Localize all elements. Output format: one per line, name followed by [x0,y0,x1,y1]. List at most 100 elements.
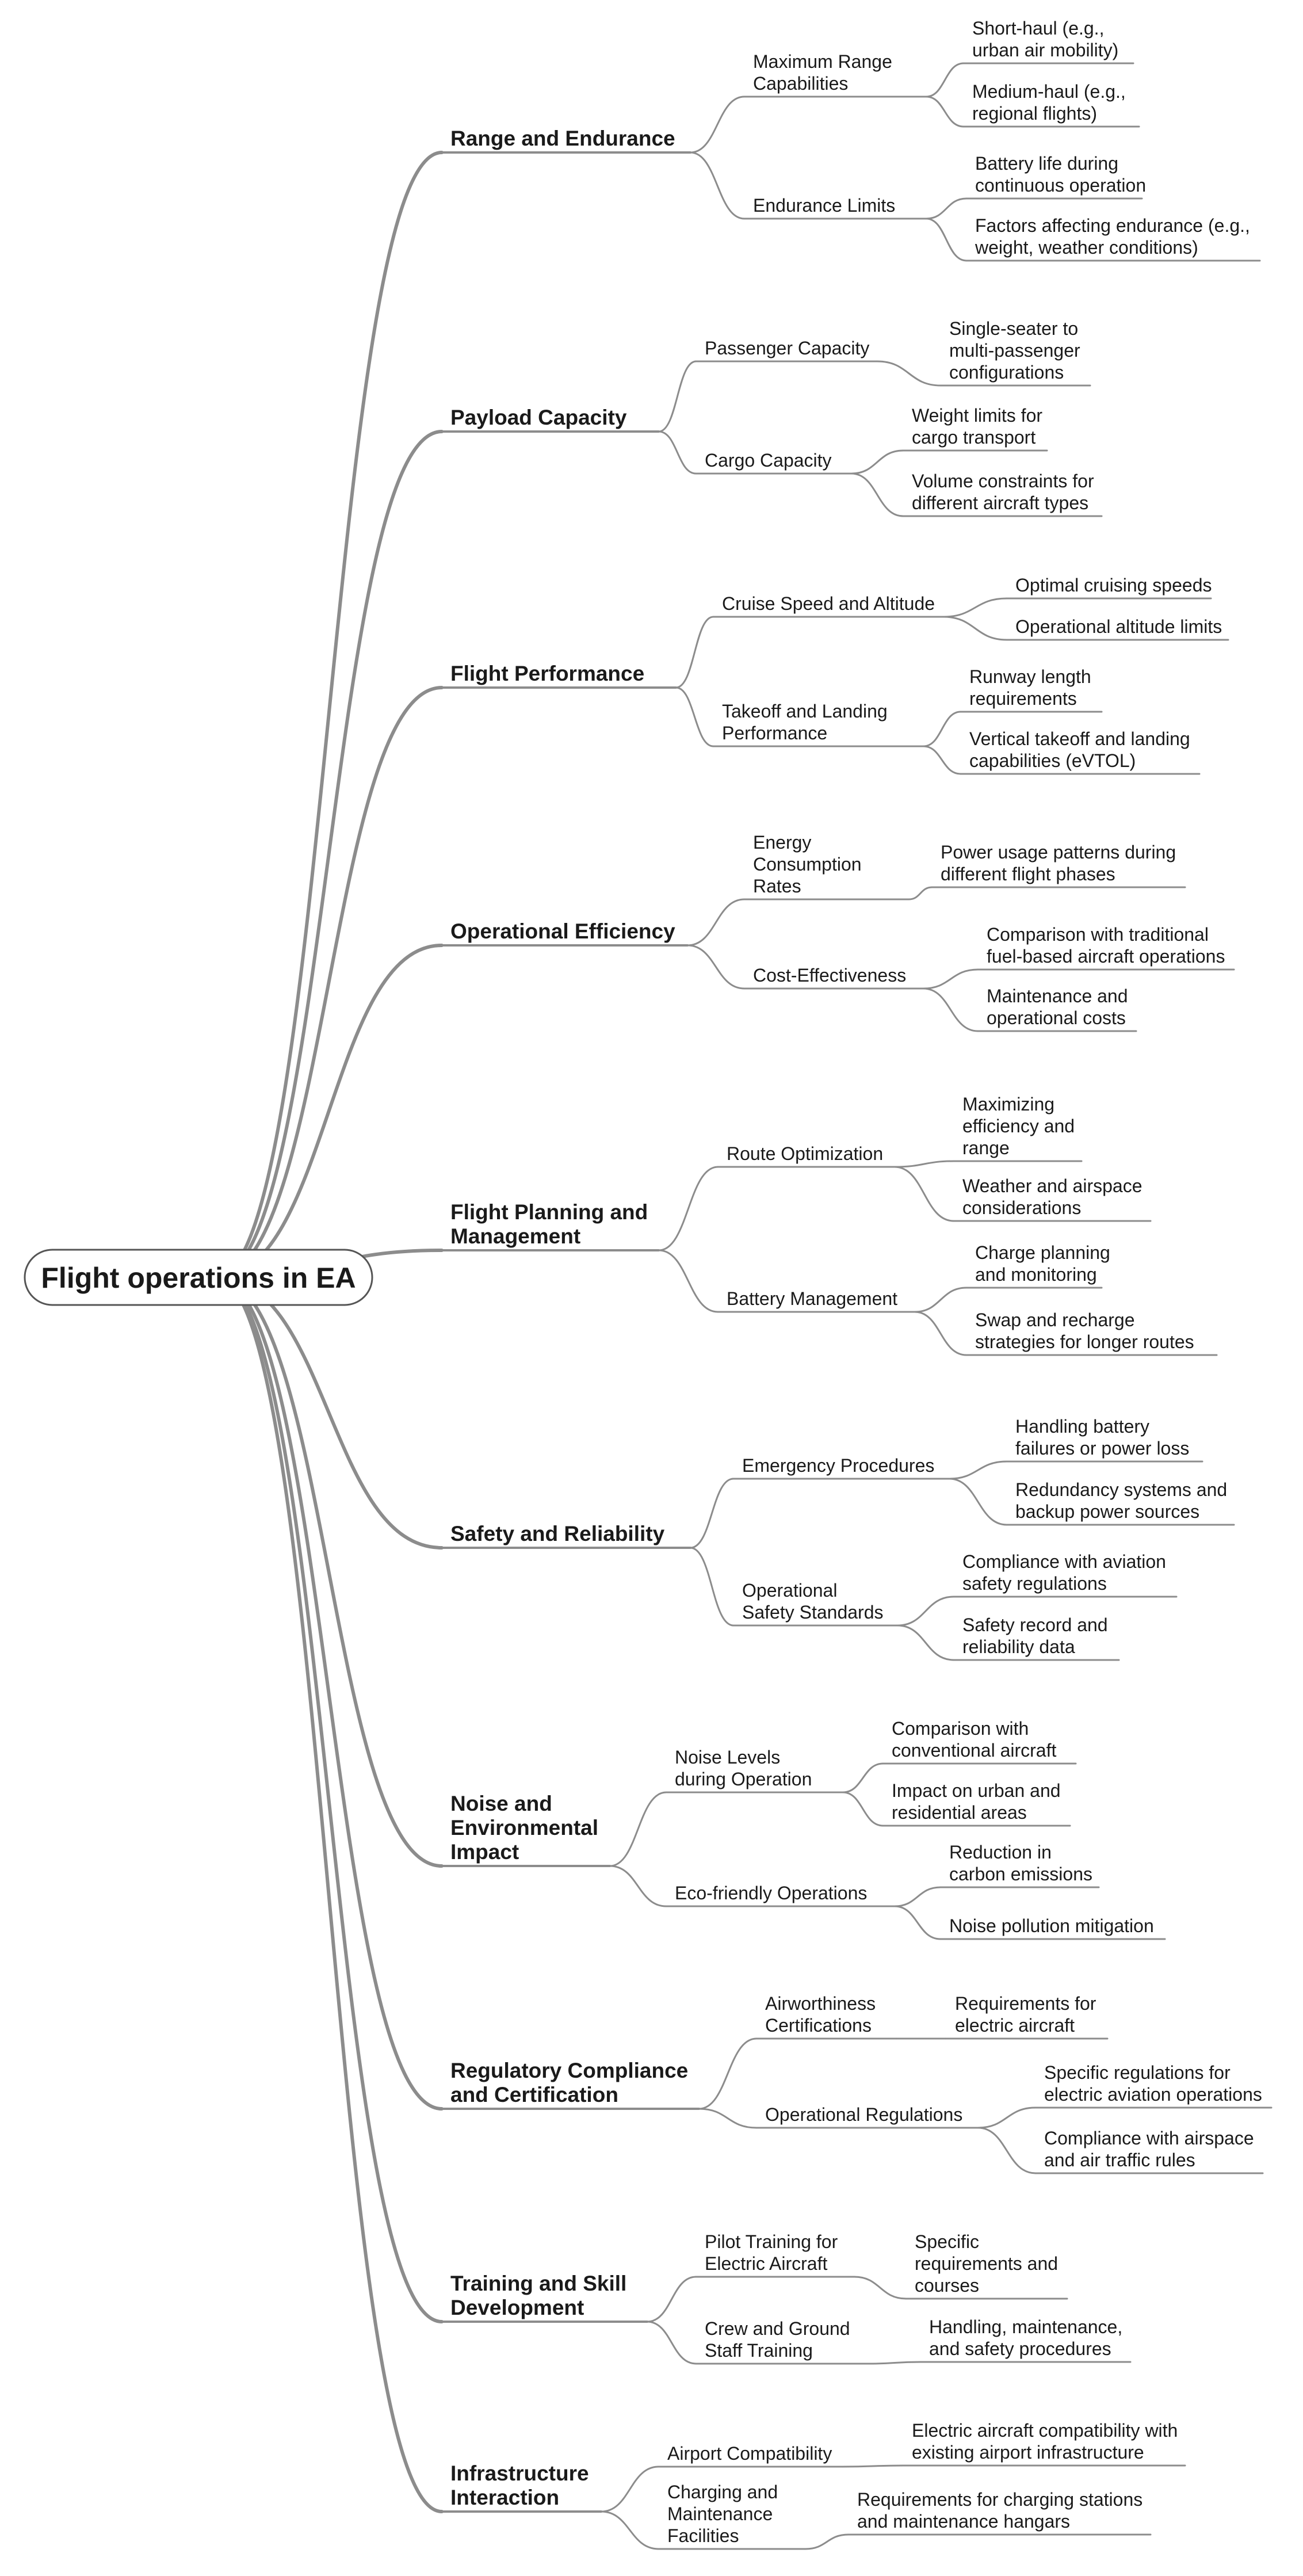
detail-connector [850,449,904,475]
detail-connector [893,1160,955,1168]
detail-connector [925,217,968,262]
topic-connector [675,686,714,747]
topic-connector [686,944,746,990]
topic-label: Battery Management [727,1288,897,1309]
detail-connector [850,472,904,517]
topic-label: Cruise Speed and Altitude [722,593,935,614]
detail-connector [922,968,979,990]
branch-connector [214,151,444,1279]
branch-label: Range and Endurance [450,127,675,150]
detail-connector [914,1311,968,1356]
topic-connector [658,430,697,475]
detail-connector [896,1596,955,1627]
detail-connector [842,1762,884,1793]
detail-label: Short-haul (e.g.,urban air mobility) [972,18,1118,60]
topic-connector [600,2510,660,2550]
branch-connector [214,944,444,1279]
detail-connector [925,197,968,220]
topic-connector [609,1865,667,1907]
branch-connector [214,686,444,1279]
branch-connector [214,430,444,1279]
branch-connector [214,1276,444,2111]
topic-connector [686,898,746,947]
topic-connector [658,360,697,433]
topic-label: Endurance Limits [753,195,895,216]
topic-connector [609,1791,667,1867]
detail-connector [922,711,962,747]
branch-label: Safety and Reliability [450,1522,665,1545]
topic-connector [646,2276,697,2323]
branch-label: Operational Efficiency [450,919,675,943]
detail-connector [948,1478,1008,1526]
topic-label: Operational Regulations [765,2104,962,2125]
topic-label: Passenger Capacity [705,338,869,358]
detail-connector [977,2106,1037,2129]
detail-connector [942,597,1008,618]
branch-connector [214,1276,444,2323]
topic-connector [689,151,746,220]
topic-connector [646,2321,697,2365]
topic-connector [675,616,714,689]
topic-connector [698,2108,758,2129]
topic-connector [698,2037,758,2110]
detail-label: Operational altitude limits [1015,616,1222,637]
detail-label: Noise pollution mitigation [949,1915,1154,1936]
branch-label: Flight Performance [450,662,644,685]
branch-connector [214,1276,444,1868]
topic-label: Cost-Effectiveness [753,965,906,986]
topic-connector [600,2466,660,2513]
detail-connector [908,886,933,900]
topic-label: Airport Compatibility [667,2443,832,2464]
detail-connector [868,2361,922,2365]
topic-connector [658,1249,719,1313]
detail-connector [876,360,942,387]
detail-connector [922,745,962,775]
detail-label: Medium-haul (e.g.,regional flights) [972,81,1126,124]
root-node-box [24,1249,373,1306]
topic-label: Eco-friendly Operations [675,1883,867,1903]
topic-label: Emergency Procedures [742,1455,934,1476]
detail-connector [942,616,1008,641]
detail-connector [948,1460,1008,1480]
topic-connector [658,1166,719,1251]
detail-label: Factors affecting endurance (e.g.,weight… [975,215,1250,258]
detail-connector [893,1886,942,1907]
topic-label: Cargo Capacity [705,450,832,471]
branch-label: Payload Capacity [450,406,627,429]
detail-connector [893,1166,955,1222]
detail-connector [853,2276,907,2300]
detail-connector [804,2533,850,2550]
topic-connector [689,1547,735,1627]
